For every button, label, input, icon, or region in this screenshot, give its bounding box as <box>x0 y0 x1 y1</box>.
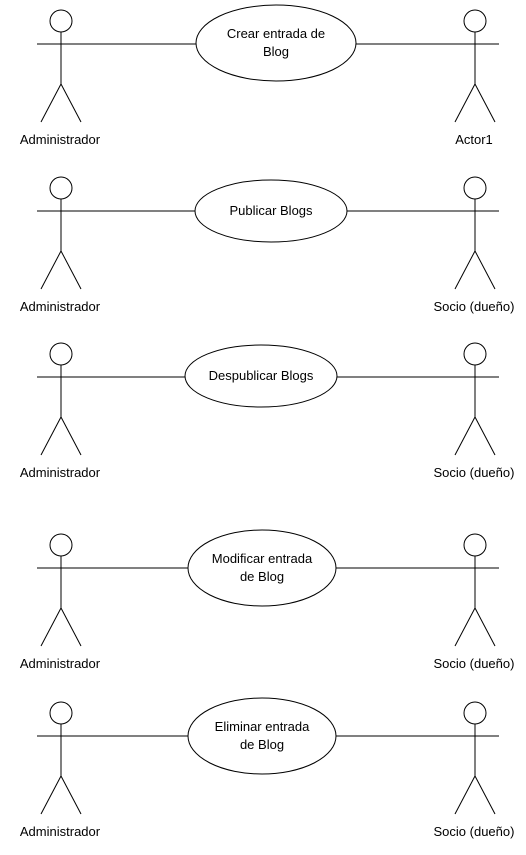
actor-left-leg <box>40 83 62 123</box>
actor-head <box>49 701 73 725</box>
use-case-ellipse <box>187 529 337 607</box>
actor-right-leg <box>474 775 496 815</box>
use-case-label-line: Blog <box>263 44 289 59</box>
left-actor-icon <box>37 176 85 290</box>
actor-right-leg <box>60 416 82 456</box>
actor-head <box>463 701 487 725</box>
actor-head <box>463 342 487 366</box>
actor-right-leg <box>474 250 496 290</box>
use-case-row: Administrador Socio (dueño) Publicar Blogs <box>20 176 515 314</box>
use-case-label-line: Publicar Blogs <box>229 203 313 218</box>
actor-right-leg <box>60 83 82 123</box>
use-case-row: Administrador Socio (dueño) Despublicar Bl… <box>20 342 515 480</box>
left-actor-label: Administrador <box>20 656 101 671</box>
use-case-ellipse <box>187 697 337 775</box>
actor-right-leg <box>474 607 496 647</box>
actor-left-leg <box>454 607 476 647</box>
right-actor-label: Actor1 <box>455 132 493 147</box>
actor-left-leg <box>40 607 62 647</box>
use-case-label-line: Crear entrada de <box>227 26 325 41</box>
left-actor-icon <box>37 701 85 815</box>
use-case-ellipse <box>194 179 348 243</box>
right-actor-icon <box>451 533 499 647</box>
actor-left-leg <box>454 83 476 123</box>
use-case-label-line: de Blog <box>240 737 284 752</box>
left-actor-icon <box>37 342 85 456</box>
right-actor-icon <box>451 701 499 815</box>
actor-head <box>49 533 73 557</box>
right-actor-label: Socio (dueño) <box>434 299 515 314</box>
actor-right-leg <box>60 607 82 647</box>
use-case-label-line: Eliminar entrada <box>215 719 310 734</box>
use-case-row: Administrador Socio (dueño) Modificar entr… <box>20 529 515 671</box>
actor-head <box>49 176 73 200</box>
actor-head <box>49 342 73 366</box>
left-actor-label: Administrador <box>20 132 101 147</box>
actor-right-leg <box>474 83 496 123</box>
actor-left-leg <box>454 250 476 290</box>
use-case-row: Administrador Actor1 Crear entrada de Blog <box>20 4 499 147</box>
right-actor-icon <box>451 342 499 456</box>
left-actor-icon <box>37 533 85 647</box>
actor-left-leg <box>40 416 62 456</box>
actor-head <box>49 9 73 33</box>
use-case-row: Administrador Socio (dueño) Eliminar entra… <box>20 697 515 839</box>
right-actor-label: Socio (dueño) <box>434 656 515 671</box>
use-case-label-line: de Blog <box>240 569 284 584</box>
use-case-label-line: Modificar entrada <box>212 551 313 566</box>
left-actor-label: Administrador <box>20 465 101 480</box>
use-case-label-line: Despublicar Blogs <box>209 368 314 383</box>
left-actor-label: Administrador <box>20 299 101 314</box>
actor-head <box>463 9 487 33</box>
actor-left-leg <box>454 775 476 815</box>
left-actor-label: Administrador <box>20 824 101 839</box>
right-actor-label: Socio (dueño) <box>434 824 515 839</box>
actor-right-leg <box>60 250 82 290</box>
right-actor-icon <box>451 9 499 123</box>
actor-right-leg <box>474 416 496 456</box>
actor-left-leg <box>40 775 62 815</box>
actor-left-leg <box>40 250 62 290</box>
use-case-ellipse <box>195 4 357 82</box>
right-actor-label: Socio (dueño) <box>434 465 515 480</box>
actor-head <box>463 176 487 200</box>
actor-right-leg <box>60 775 82 815</box>
actor-head <box>463 533 487 557</box>
actor-left-leg <box>454 416 476 456</box>
left-actor-icon <box>37 9 85 123</box>
use-case-ellipse <box>184 344 338 408</box>
right-actor-icon <box>451 176 499 290</box>
